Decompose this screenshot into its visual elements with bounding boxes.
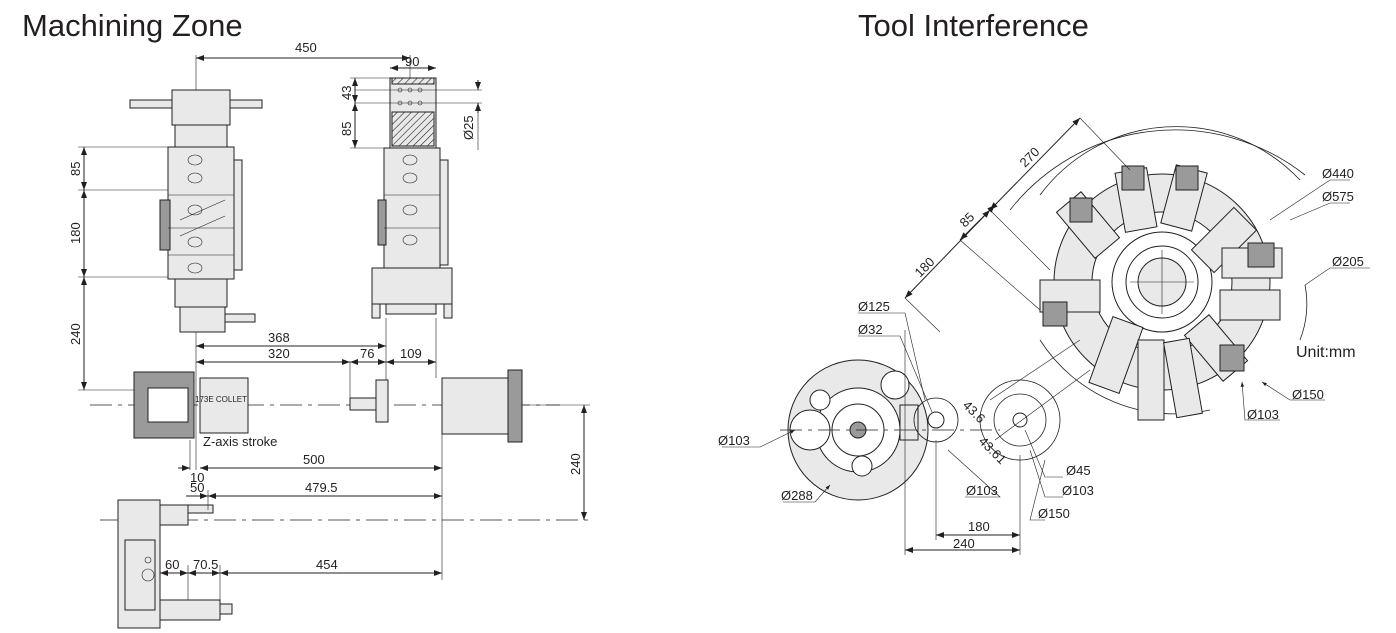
dim-50: 50 [190,480,204,495]
dim-diameter-440: Ø440 [1322,166,1354,181]
dim-320: 320 [268,346,290,361]
dim-diameter-103-right: Ø103 [1247,407,1279,422]
dim-70-5: 70.5 [193,557,218,572]
dim-43: 43 [339,86,354,100]
right-tool-post [355,77,482,319]
bottom-tool-holder [100,499,590,629]
dim-180-bottom: 180 [968,519,990,534]
tool-interference-drawing: 270 85 180 Ø440 Ø575 Ø205 Unit:mm Ø150 Ø… [718,117,1370,555]
dim-368: 368 [268,330,290,345]
dim-500: 500 [303,452,325,467]
main-spindle-disc [780,359,1000,501]
collet-label: 173E COLLET [195,395,247,404]
dim-109: 109 [400,346,422,361]
sub-spindle [979,339,1091,461]
dim-85: 85 [68,162,83,176]
dim-diameter-32: Ø32 [858,322,883,337]
dim-diameter-150-center: Ø150 [1038,506,1070,521]
dim-90: 90 [405,54,419,69]
dim-454: 454 [316,557,338,572]
z-axis-stroke-label: Z-axis stroke [203,434,277,449]
tool-interference-title: Tool Interference [858,8,1089,43]
unit-label: Unit:mm [1296,344,1356,361]
dim-479-5: 479.5 [305,480,338,495]
dim-diameter-103-bottom: Ø103 [966,483,998,498]
dim-diameter-575: Ø575 [1322,189,1354,204]
dim-180-right: 180 [912,254,938,280]
dim-diameter-150-right: Ø150 [1292,387,1324,402]
dim-240: 240 [68,323,83,345]
dim-diameter-25: Ø25 [461,115,476,140]
dim-76: 76 [360,346,374,361]
dim-diameter-103-left: Ø103 [718,433,750,448]
dim-270: 270 [1017,144,1043,170]
machining-zone-title: Machining Zone [22,8,243,43]
left-tool-post [129,89,263,333]
dim-diameter-288: Ø288 [781,488,813,503]
dim-450: 450 [295,40,317,55]
dimension-lines-right [722,117,1370,555]
dim-240-bottom: 240 [953,536,975,551]
dim-diameter-103-center: Ø103 [1062,483,1094,498]
turret [1039,164,1283,421]
dim-240-right: 240 [568,453,583,475]
dim-diameter-205: Ø205 [1332,254,1364,269]
dim-180: 180 [68,222,83,244]
dim-diameter-45: Ø45 [1066,463,1091,478]
machining-zone-drawing: 450 90 43 85 Ø25 85 180 240 368 320 76 1… [68,40,590,629]
dimension-lines [78,55,590,600]
spindle-assembly [90,369,560,443]
dim-60: 60 [165,557,179,572]
dim-43-61: 43.61 [976,434,1010,468]
dim-diameter-125: Ø125 [858,299,890,314]
dim-10: 10 [190,470,204,485]
dim-85-top: 85 [339,122,354,136]
